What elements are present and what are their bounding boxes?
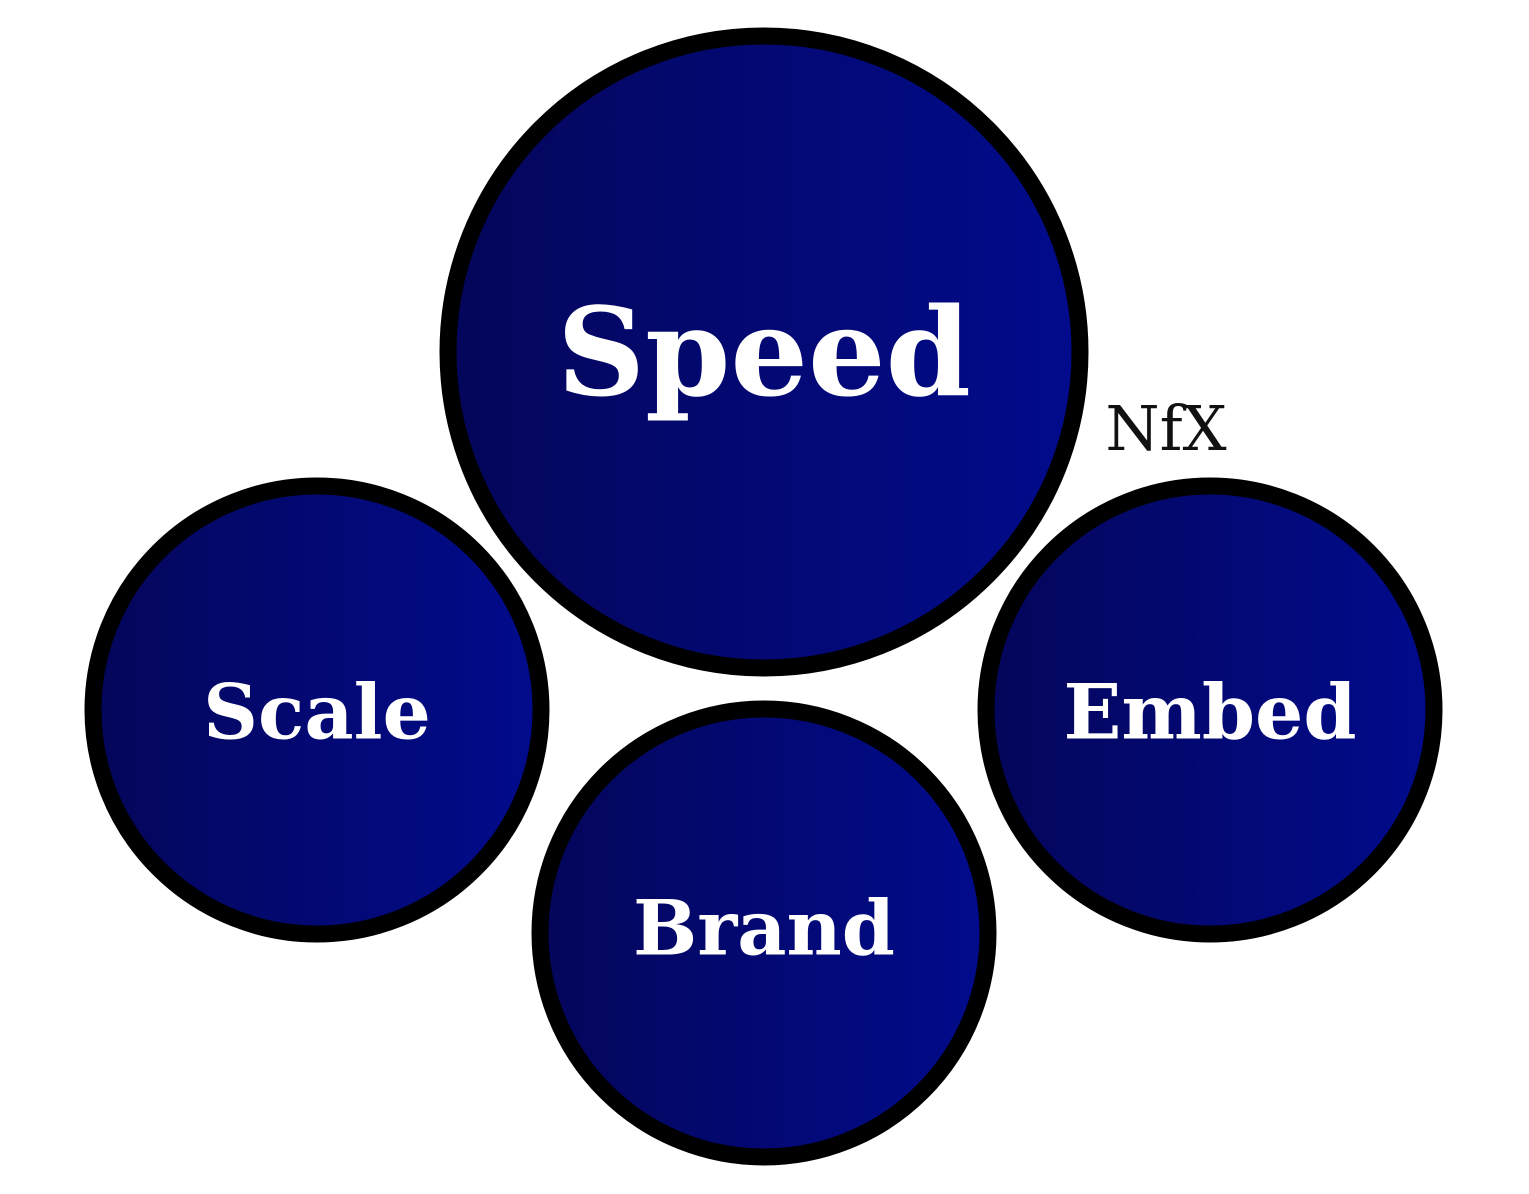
node-brand: Brand bbox=[531, 700, 997, 1166]
embed-circle bbox=[977, 477, 1443, 943]
node-embed: Embed bbox=[977, 477, 1443, 943]
node-speed: Speed bbox=[439, 27, 1089, 677]
scale-circle bbox=[84, 477, 550, 943]
node-scale: Scale bbox=[84, 477, 550, 943]
speed-circle bbox=[439, 27, 1089, 677]
brand-circle bbox=[531, 700, 997, 1166]
brand-label: Brand bbox=[633, 884, 895, 973]
speed-label: Speed bbox=[557, 280, 971, 424]
embed-label: Embed bbox=[1064, 668, 1357, 757]
nfx-logo: NfX bbox=[1105, 392, 1226, 465]
scale-label: Scale bbox=[203, 668, 431, 757]
